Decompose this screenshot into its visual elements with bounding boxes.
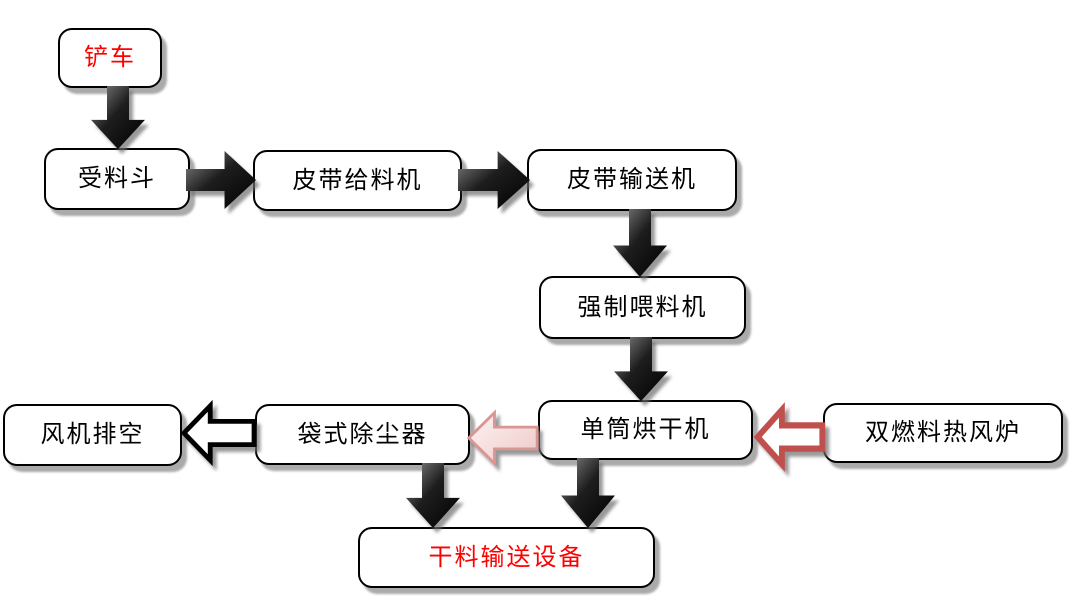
node-hot-air-furnace-label: 双燃料热风炉 xyxy=(865,419,1021,446)
node-belt-conveyor-label: 皮带输送机 xyxy=(567,166,697,193)
node-hot-air-furnace: 双燃料热风炉 xyxy=(823,403,1063,463)
node-dry-material-conveyor: 干料输送设备 xyxy=(358,527,655,588)
node-drum-dryer: 单筒烘干机 xyxy=(538,400,753,460)
arrow-furnace-to-drum-dryer xyxy=(753,402,826,472)
arrow-belt-feeder-to-belt-conveyor xyxy=(458,151,530,209)
arrow-belt-conveyor-to-forced-feeder xyxy=(613,209,667,278)
node-fan-exhaust: 风机排空 xyxy=(3,404,182,466)
node-bag-dust-collector-label: 袋式除尘器 xyxy=(297,420,428,448)
arrow-loader-to-hopper xyxy=(91,86,145,150)
node-loader: 铲车 xyxy=(58,28,162,88)
arrow-hopper-to-belt-feeder xyxy=(186,151,256,209)
node-receiving-hopper: 受料斗 xyxy=(44,148,190,210)
arrow-drum-dryer-to-dust-collector xyxy=(466,409,539,467)
node-loader-label: 铲车 xyxy=(84,44,136,71)
node-bag-dust-collector: 袋式除尘器 xyxy=(255,404,470,465)
arrow-dust-collector-to-dry-conveyor xyxy=(406,463,460,529)
arrow-forced-feeder-to-drum-dryer xyxy=(614,337,668,402)
node-forced-feeder: 强制喂料机 xyxy=(539,276,746,339)
node-belt-feeder: 皮带给料机 xyxy=(253,150,462,211)
node-belt-conveyor: 皮带输送机 xyxy=(527,149,737,211)
arrow-drum-dryer-to-dry-conveyor xyxy=(561,458,615,528)
arrow-dust-collector-to-fan-exhaust xyxy=(180,399,257,467)
node-fan-exhaust-label: 风机排空 xyxy=(40,421,145,448)
node-belt-feeder-label: 皮带给料机 xyxy=(292,166,423,194)
node-forced-feeder-label: 强制喂料机 xyxy=(577,293,708,321)
node-drum-dryer-label: 单筒烘干机 xyxy=(580,416,711,443)
node-receiving-hopper-label: 受料斗 xyxy=(78,165,156,192)
node-dry-material-conveyor-label: 干料输送设备 xyxy=(428,543,585,571)
